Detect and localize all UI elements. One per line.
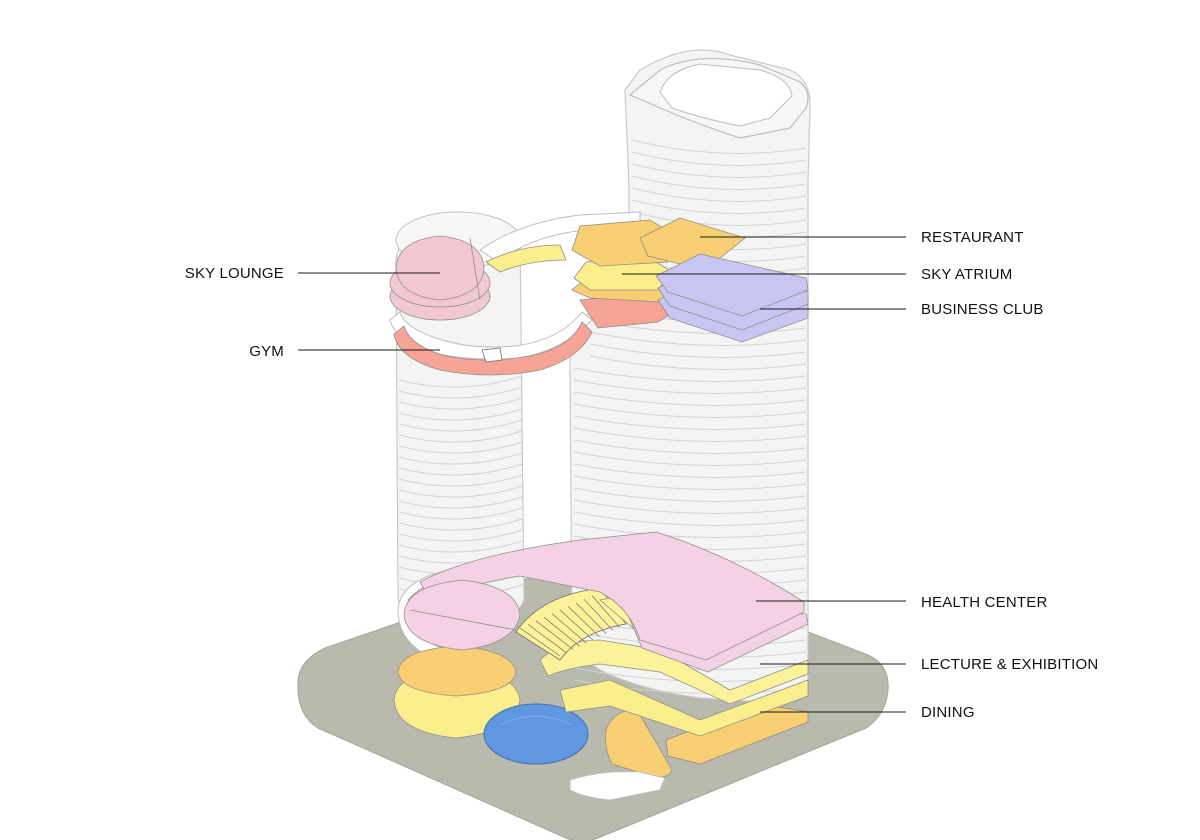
label-health-center: HEALTH CENTER (921, 594, 1048, 611)
dining-circle-upper (397, 645, 517, 697)
label-business-club: BUSINESS CLUB (921, 301, 1044, 318)
restaurant-floor (639, 217, 746, 271)
dining-wedge (605, 707, 673, 778)
gym-stair (481, 347, 503, 363)
sky-lounge-zone (389, 235, 567, 321)
business-club-zone (655, 253, 809, 343)
pool (483, 703, 589, 765)
business-club-top (655, 253, 809, 317)
label-lecture-exhibition: LECTURE & EXHIBITION (921, 656, 1098, 673)
label-gym: GYM (249, 343, 284, 360)
label-restaurant: RESTAURANT (921, 229, 1024, 246)
label-dining: DINING (921, 704, 975, 721)
restaurant-zone (571, 217, 746, 271)
health-center-zone (403, 531, 809, 673)
dining-zone (393, 645, 809, 778)
label-sky-atrium: SKY ATRIUM (921, 266, 1012, 283)
sky-lounge-top (395, 235, 485, 301)
health-center-top (419, 531, 805, 661)
label-sky-lounge: SKY LOUNGE (185, 265, 284, 282)
health-center-circle (403, 579, 521, 651)
gym-floor-lower (393, 321, 593, 376)
